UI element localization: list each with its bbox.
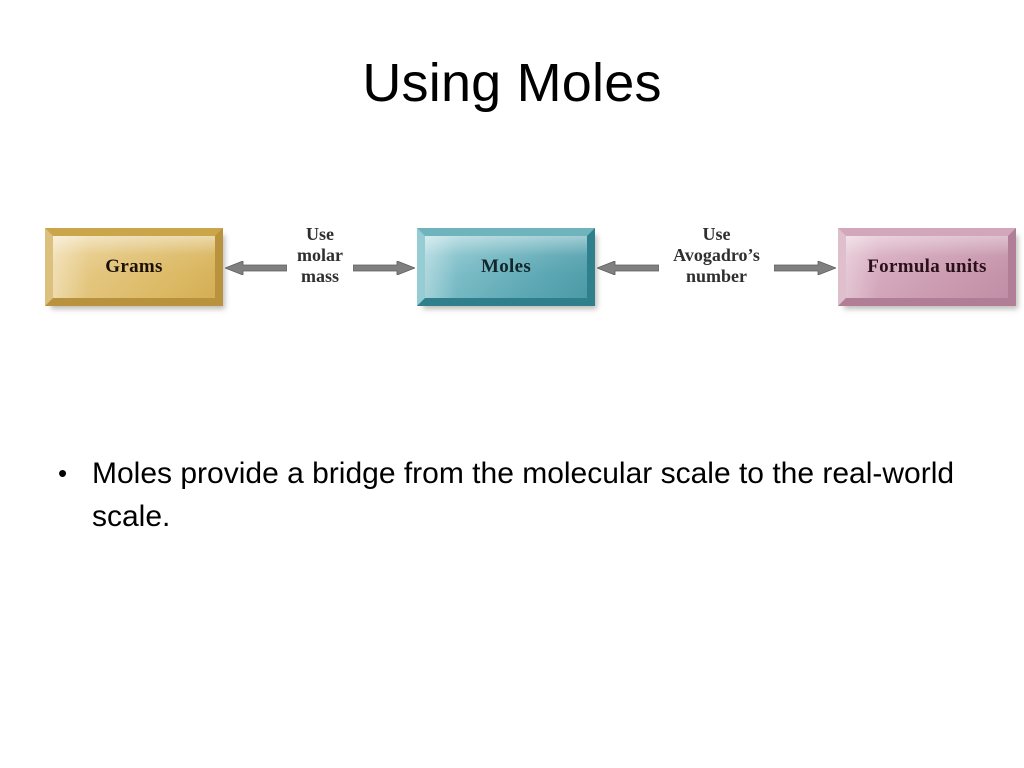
arrow-left-icon	[225, 261, 287, 275]
diagram-box-grams: Grams	[45, 228, 223, 306]
bullet-text: Moles provide a bridge from the molecula…	[92, 457, 955, 533]
list-item: • Moles provide a bridge from the molecu…	[58, 452, 968, 538]
bullet-marker-icon: •	[58, 458, 68, 488]
arrow-right-icon	[353, 261, 415, 275]
mole-conversion-diagram: Grams Use molar mass Moles Use Avogadro’…	[0, 222, 1024, 322]
diagram-box-moles: Moles	[417, 228, 595, 306]
page-title: Using Moles	[362, 53, 662, 113]
diagram-box-grams-label: Grams	[105, 256, 163, 277]
diagram-box-moles-label: Moles	[480, 256, 532, 277]
diagram-box-formula-units-label: Formula units	[867, 256, 987, 277]
arrow-right-icon	[774, 261, 836, 275]
arrow-left-icon	[597, 261, 659, 275]
connector-molar-mass: Use molar mass	[223, 222, 417, 322]
connector-molar-mass-label: Use molar mass	[297, 224, 343, 286]
connector-avogadro: Use Avogadro’s number	[595, 222, 838, 322]
diagram-box-formula-units: Formula units	[838, 228, 1016, 306]
bullet-list: • Moles provide a bridge from the molecu…	[58, 452, 968, 538]
connector-avogadro-label: Use Avogadro’s number	[673, 224, 760, 286]
